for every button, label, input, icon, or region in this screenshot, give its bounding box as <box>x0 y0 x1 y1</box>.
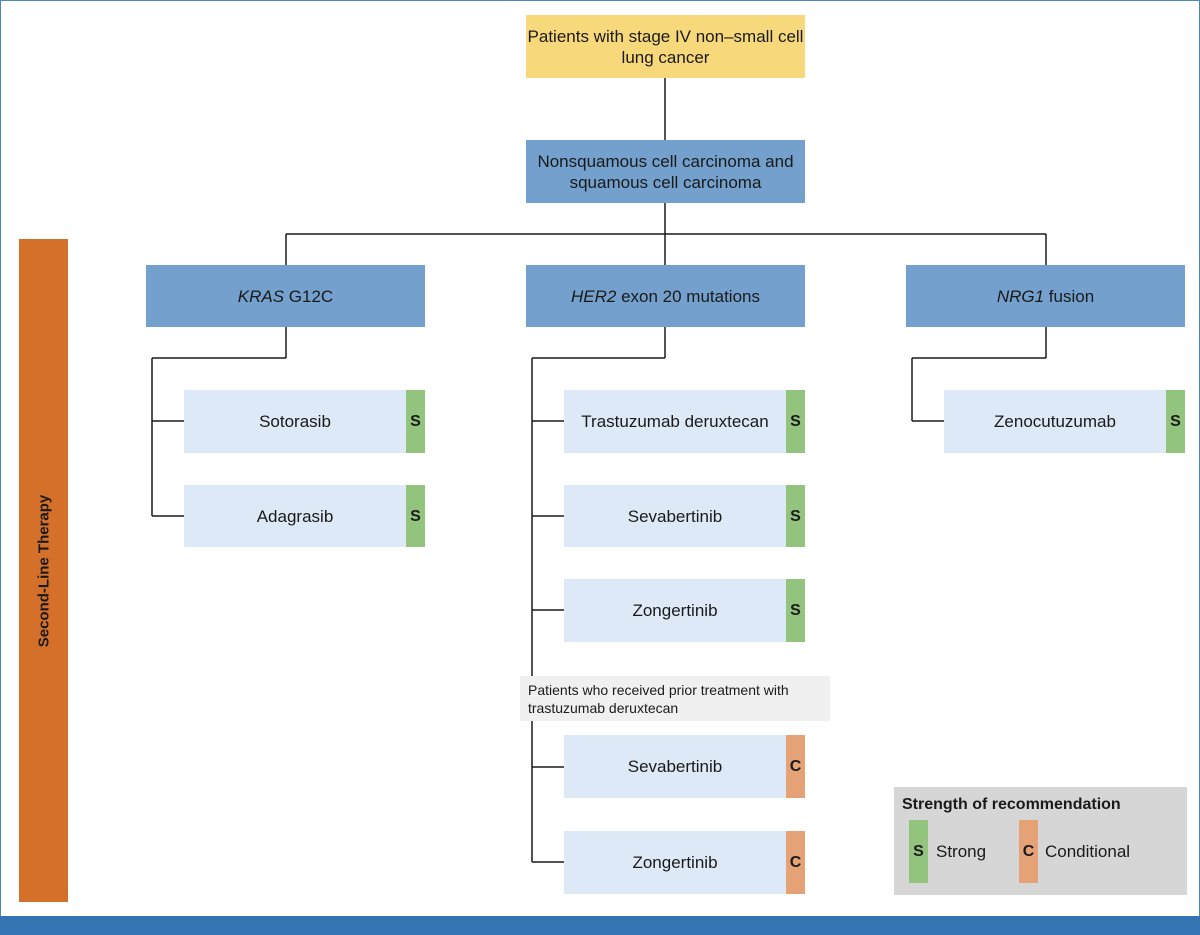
drug-name: Sevabertinib <box>627 757 723 776</box>
drug-name: Zenocutuzumab <box>994 412 1116 431</box>
legend-label-strong: Strong <box>936 842 987 861</box>
her2-gene-name: HER2 <box>570 286 617 306</box>
strength-tag: S <box>1166 390 1185 453</box>
drug-name: Sotorasib <box>259 412 331 431</box>
drug-box-sevabertinib-prior: Sevabertinib C <box>564 735 805 798</box>
drug-box-adagrasib: Adagrasib S <box>184 485 425 547</box>
strength-tag: C <box>786 735 805 798</box>
root-population-label: Patients with stage IV non–small cell lu… <box>527 26 804 67</box>
prior-treatment-note: Patients who received prior treatment wi… <box>520 676 830 721</box>
her2-variant: exon 20 mutations <box>616 286 760 306</box>
drug-box-zongertinib-prior: Zongertinib C <box>564 831 805 894</box>
kras-g12c-box: KRAS G12C <box>146 265 425 327</box>
legend-label-conditional: Conditional <box>1045 842 1131 861</box>
drug-box-zongertinib: Zongertinib S <box>564 579 805 642</box>
drug-box-trastuzumab-deruxtecan: Trastuzumab deruxtecan S <box>564 390 805 453</box>
strength-tag: S <box>786 390 805 453</box>
nrg1-variant: fusion <box>1044 286 1095 306</box>
legend-swatch-strong: S <box>909 820 928 883</box>
histology-box: Nonsquamous cell carcinoma and squamous … <box>526 140 805 203</box>
histology-label: Nonsquamous cell carcinoma and squamous … <box>537 151 794 192</box>
root-population-box: Patients with stage IV non–small cell lu… <box>526 15 805 78</box>
drug-box-zenocutuzumab: Zenocutuzumab S <box>944 390 1185 453</box>
legend-title: Strength of recommendation <box>902 796 1121 813</box>
strength-tag: S <box>406 390 425 453</box>
drug-name: Sevabertinib <box>627 506 723 526</box>
nrg1-fusion-box: NRG1 fusion <box>906 265 1185 327</box>
strength-tag: C <box>786 831 805 894</box>
legend-swatch-conditional: C <box>1019 820 1038 883</box>
drug-box-sevabertinib: Sevabertinib S <box>564 485 805 547</box>
drug-name: Zongertinib <box>632 601 718 620</box>
drug-name: Adagrasib <box>256 506 334 526</box>
strength-tag: S <box>786 485 805 547</box>
second-line-therapy-bar: Second-Line Therapy <box>19 239 68 902</box>
side-bar-label: Second-Line Therapy <box>35 494 52 647</box>
strength-tag: S <box>786 579 805 642</box>
drug-name: Trastuzumab deruxtecan <box>581 412 769 431</box>
nrg1-gene-name: NRG1 <box>996 286 1045 306</box>
her2-exon20-box: HER2 exon 20 mutations <box>526 265 805 327</box>
drug-name: Zongertinib <box>632 853 718 872</box>
strength-tag: S <box>406 485 425 547</box>
nrg1-label: NRG1 fusion <box>997 286 1094 307</box>
strength-legend: Strength of recommendation S Strong C Co… <box>894 787 1187 895</box>
drug-box-sotorasib: Sotorasib S <box>184 390 425 453</box>
kras-variant: G12C <box>284 286 334 306</box>
footer-bar <box>0 916 1200 935</box>
her2-label: HER2 exon 20 mutations <box>571 286 760 307</box>
kras-gene-name: KRAS <box>237 286 285 306</box>
kras-label: KRAS G12C <box>238 286 333 307</box>
